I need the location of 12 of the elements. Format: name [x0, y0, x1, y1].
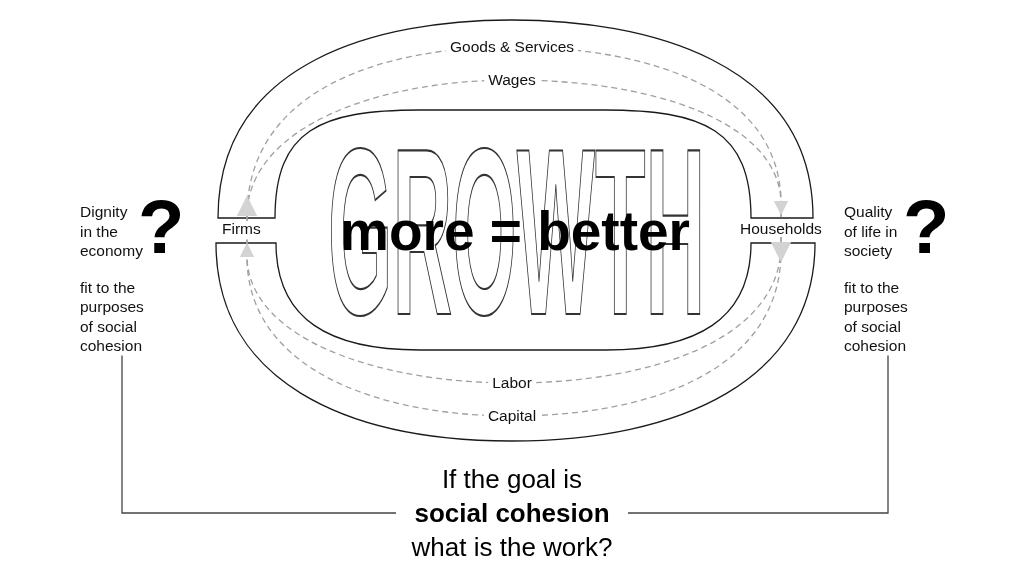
note-text: fit to the purposes of social cohesion	[844, 277, 908, 356]
question-mark: ?	[908, 199, 946, 255]
flow-arrow	[240, 236, 791, 417]
note-heading: Quality of life in society	[844, 202, 899, 261]
sector-label: Firms	[222, 221, 261, 237]
closing-question: If the goal is social cohesion what is the work?	[396, 462, 628, 564]
question-mark: ?	[143, 199, 181, 255]
sector-label: Households	[740, 221, 822, 237]
connector-line	[121, 354, 397, 514]
edge-label: Capital	[483, 407, 541, 425]
note-text: fit to the purposes of social cohesion	[80, 277, 144, 356]
connector-line	[627, 354, 889, 514]
